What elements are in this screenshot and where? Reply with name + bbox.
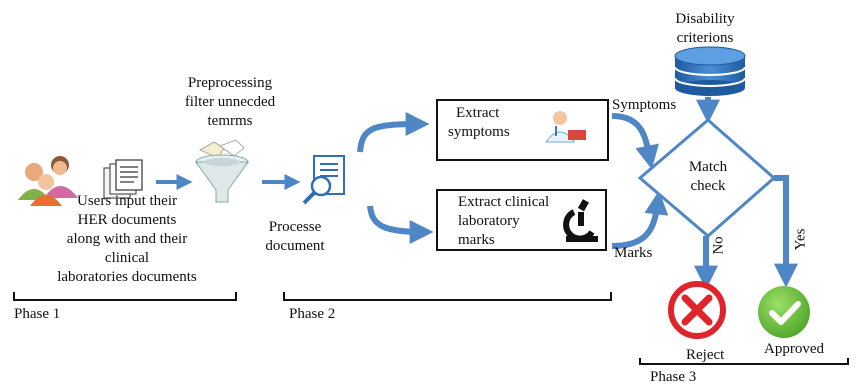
input-documents-text: Users input their HER documents along wi… [57, 193, 197, 285]
phase1-bracket [13, 292, 237, 301]
database-icon [674, 46, 746, 96]
document-search-icon [302, 155, 345, 205]
symptoms-label: Symptoms [612, 97, 677, 113]
phase3-bracket [639, 358, 849, 365]
documents-icon [103, 159, 143, 199]
arrow-to-extract-symptoms [357, 112, 430, 153]
reject-x-icon [668, 281, 726, 339]
disability-criterions-text: Disability criterions [675, 11, 735, 46]
no-label: No [710, 236, 727, 255]
arrow-marks-to-match [611, 190, 669, 249]
approve-check-icon [758, 286, 810, 338]
arrow-yes [774, 175, 798, 288]
phase2-bracket [283, 292, 612, 301]
match-check-text: Match check [688, 159, 728, 194]
process-document-text: Processe document [265, 219, 325, 254]
arrow-to-extract-lab [367, 205, 434, 244]
extract-lab-text: Extract clinical laboratory marks [458, 194, 550, 248]
arrow-symptoms-to-match [611, 113, 659, 170]
extract-symptoms-text: Extract symptoms [448, 105, 510, 140]
reject-label: Reject [686, 347, 725, 363]
approved-label: Approved [764, 341, 824, 357]
users-icon [18, 156, 78, 206]
marks-label: Marks [614, 245, 653, 261]
microscope-icon [563, 199, 598, 242]
yes-label: Yes [792, 228, 809, 251]
funnel-filter-icon [195, 139, 249, 203]
phase3-label: Phase 3 [650, 369, 697, 385]
phase2-label: Phase 2 [289, 306, 336, 322]
phase1-label: Phase 1 [14, 306, 61, 322]
preprocessing-text: Preprocessing filter unnecded temrms [184, 75, 276, 129]
doctor-icon [545, 111, 586, 143]
